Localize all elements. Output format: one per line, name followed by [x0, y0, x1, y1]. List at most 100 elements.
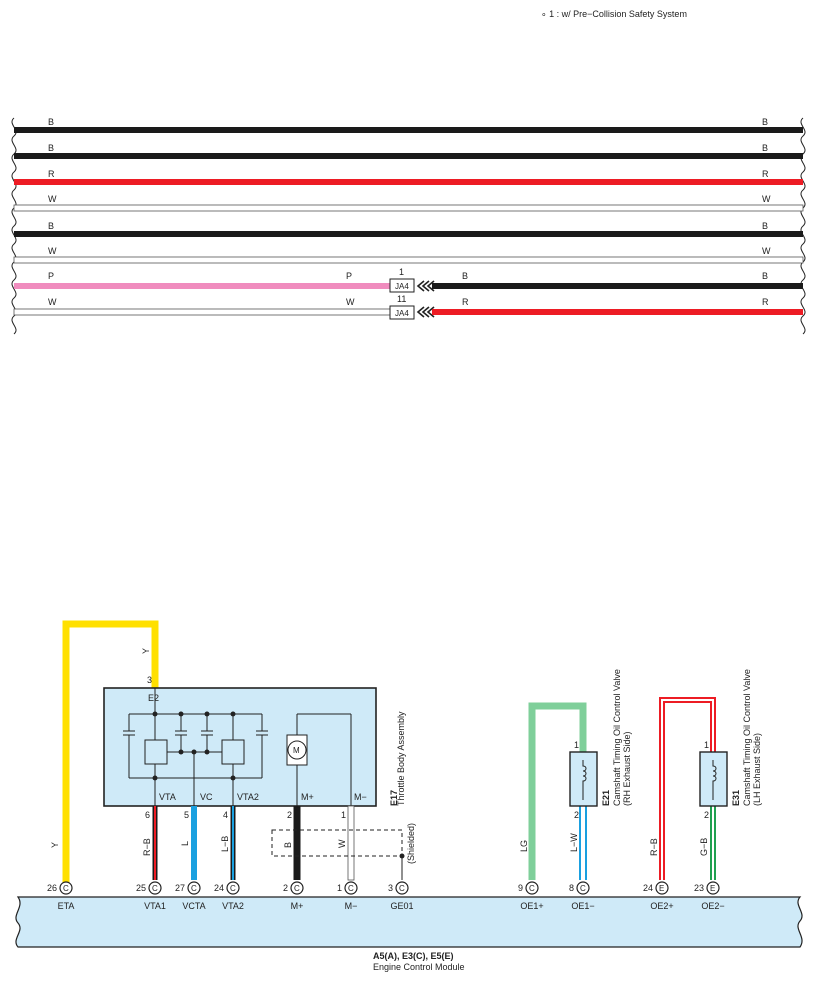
- wire-color-label: W: [346, 297, 355, 307]
- wire-color-label: P: [48, 271, 54, 281]
- wire-color-label: W: [48, 194, 57, 204]
- shield-box: [271, 829, 403, 857]
- ecm-body: [15, 896, 803, 948]
- motor-label: M: [293, 746, 300, 755]
- harness-wire-1: B B: [14, 117, 803, 133]
- pin-number: 2: [574, 810, 579, 820]
- wire-color-label: R−B: [142, 838, 152, 856]
- wire-color-label: B: [762, 221, 768, 231]
- pin-number: 5: [184, 810, 189, 820]
- wire-color-label: B: [762, 117, 768, 127]
- pin-circle: [655, 881, 669, 895]
- pin-circle: [344, 881, 358, 895]
- pin-number: 4: [223, 810, 228, 820]
- terminal-label: VTA: [159, 792, 176, 802]
- pin-function-label: M+: [291, 901, 304, 911]
- wire-color-label: W: [48, 246, 57, 256]
- junction-dot: [230, 711, 236, 717]
- motor-icon: [287, 740, 307, 760]
- left-break-mark: [11, 117, 17, 335]
- wire-color-label: Y: [50, 842, 60, 848]
- shielded-label: (Shielded): [406, 823, 416, 864]
- right-break-mark: [800, 117, 806, 335]
- oil-control-valve-lh: 1 2 E31 Camshaft Timing Oil Control Valv…: [649, 669, 762, 880]
- wire-line: [13, 204, 804, 212]
- connector-ja4-pin11: [389, 305, 415, 320]
- pin-circle: [525, 881, 539, 895]
- terminal-label: M−: [354, 792, 367, 802]
- junction-dot: [178, 711, 184, 717]
- pin-number: 8: [569, 883, 574, 893]
- wire-color-label: R: [762, 297, 769, 307]
- junction-dot: [152, 775, 158, 781]
- pin-circle: [576, 881, 590, 895]
- connector-label: JA4: [395, 309, 409, 318]
- pin-connector-letter: C: [191, 884, 197, 893]
- eta-wire: Y Y 3: [50, 620, 159, 888]
- harness-wire-8: W W 11 JA4 R R: [13, 294, 803, 320]
- wire-color-label: R−B: [649, 838, 659, 856]
- pin-number: 9: [518, 883, 523, 893]
- pin-function-label: VCTA: [182, 901, 205, 911]
- ecm-module: A5(A), E3(C), E5(E) Engine Control Modul…: [15, 896, 803, 972]
- pin-circle: [290, 881, 304, 895]
- harness-wire-3: R R: [14, 169, 803, 185]
- pin-function-label: OE1−: [571, 901, 594, 911]
- pin-number: 26: [47, 883, 57, 893]
- pin-connector-letter: E: [710, 884, 715, 893]
- wire-color-label: B: [283, 842, 293, 848]
- connector-chevron-icon: [416, 280, 435, 292]
- ecm-pin-row: C26ETAC25VTA1C27VCTAC24VTA2C2M+C1M−C3GE0…: [47, 881, 725, 911]
- junction-dot: [152, 711, 158, 717]
- oil-control-valve-rh: 1 2 E21 Camshaft Timing Oil Control Valv…: [519, 669, 632, 880]
- wire-line: [347, 805, 355, 881]
- pin-circle: [148, 881, 162, 895]
- wire-color-label: B: [462, 271, 468, 281]
- component-code: E21: [601, 790, 611, 806]
- junction-dots: [152, 711, 236, 781]
- wire-color-label: L−W: [569, 833, 579, 852]
- connector-pin-number: 1: [399, 267, 404, 277]
- component-name: Throttle Body Assembly: [396, 711, 406, 806]
- ecm-connector-codes: A5(A), E3(C), E5(E): [373, 951, 454, 961]
- pin-connector-letter: E: [659, 884, 664, 893]
- wire-color-label: B: [48, 117, 54, 127]
- harness-wire-5: B B: [14, 221, 803, 237]
- footnote: ∘ 1 : w/ Pre−Collision Safety System: [541, 9, 687, 19]
- wire-color-label: W: [48, 297, 57, 307]
- pin-number: 24: [643, 883, 653, 893]
- junction-dot: [230, 775, 236, 781]
- wire-line: [62, 620, 159, 888]
- pin-function-label: M−: [345, 901, 358, 911]
- pin-function-label: ETA: [58, 901, 75, 911]
- harness-wire-6: W W: [13, 246, 804, 264]
- wire-color-label: B: [48, 143, 54, 153]
- component-side: (LH Exhaust Side): [752, 733, 762, 806]
- pin-number: 23: [694, 883, 704, 893]
- terminal-label-e2: E2: [148, 693, 159, 703]
- throttle-body-assembly: E2 E17 Throttle Body Assembly: [103, 687, 406, 807]
- pin-number: 2: [287, 810, 292, 820]
- wire-color-label: L: [180, 841, 190, 846]
- wire-color-label: Y: [141, 648, 151, 654]
- pin-number: 1: [341, 810, 346, 820]
- component-code: E17: [389, 790, 399, 806]
- pin-number: 2: [704, 810, 709, 820]
- pin-circle: [226, 881, 240, 895]
- pin-connector-letter: C: [230, 884, 236, 893]
- pin-connector-letter: C: [529, 884, 535, 893]
- harness-wire-4: W W: [13, 194, 804, 212]
- pin-function-label: VTA2: [222, 901, 244, 911]
- solenoid-coil-icon: [582, 760, 587, 800]
- pin-number: 3: [147, 675, 152, 685]
- junction-dot: [399, 853, 405, 859]
- pin-circle: [706, 881, 720, 895]
- wire-stripe: [661, 699, 714, 880]
- terminal-label: VTA2: [237, 792, 259, 802]
- harness-section: B B B B R R W W B B W W: [11, 117, 806, 335]
- pin-connector-letter: C: [580, 884, 586, 893]
